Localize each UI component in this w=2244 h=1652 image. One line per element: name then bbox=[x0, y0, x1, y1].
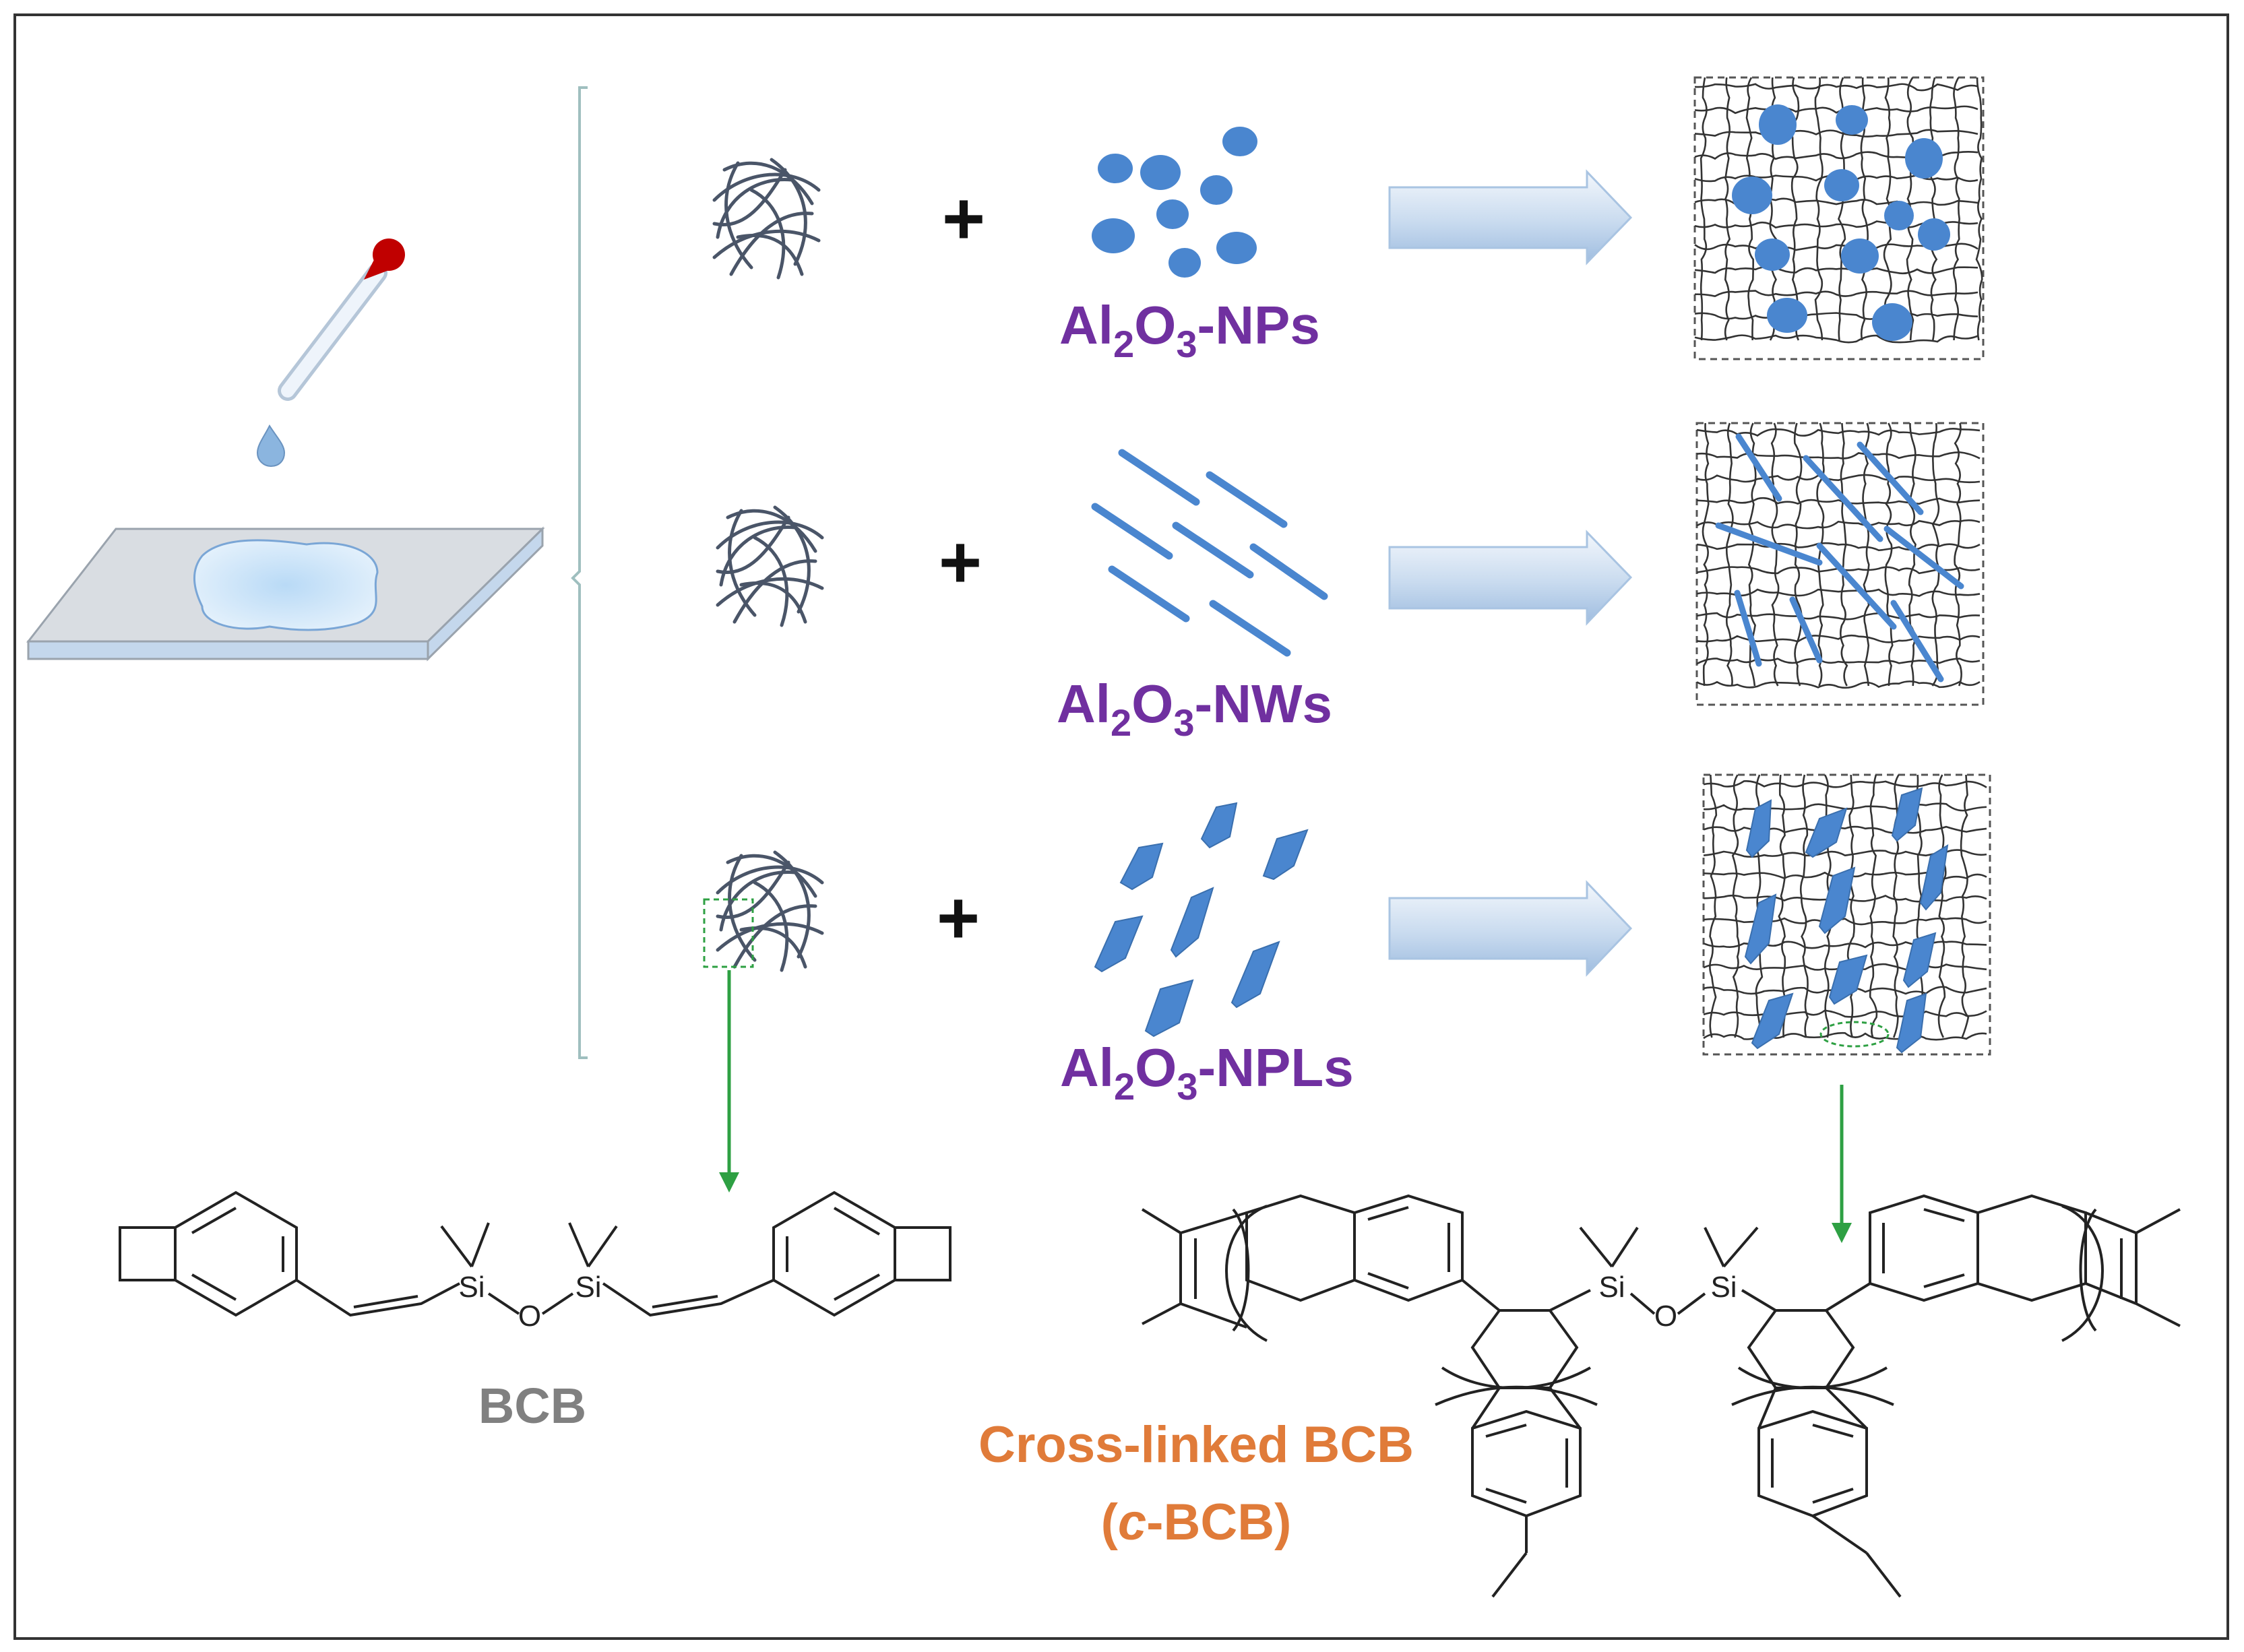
mesh-line bbox=[1702, 422, 1710, 687]
composite-mesh-icon bbox=[1702, 773, 1991, 1056]
plus-sign: + bbox=[939, 521, 982, 604]
cbcb-label-line2: (c-BCB) bbox=[1101, 1494, 1292, 1551]
row-nps: + Al2O3-NPs bbox=[714, 76, 1985, 365]
nanoparticles bbox=[1092, 127, 1257, 278]
label-nps: Al2O3-NPs bbox=[1059, 295, 1320, 365]
mesh-line bbox=[1694, 265, 1978, 275]
puddle bbox=[193, 539, 379, 631]
mesh-line bbox=[1696, 474, 1981, 484]
mesh-line bbox=[1694, 105, 1978, 115]
process-arrow-icon bbox=[1388, 530, 1633, 626]
composite-mesh-icon bbox=[1693, 76, 1985, 360]
mesh-line bbox=[1929, 77, 1938, 341]
composite-mesh-icon bbox=[1695, 422, 1985, 706]
mesh-line bbox=[1694, 334, 1978, 344]
mesh-line bbox=[1696, 542, 1981, 552]
mesh-line bbox=[1839, 422, 1848, 687]
row-nws: + Al2O3-NWs bbox=[718, 422, 1985, 744]
zoom-box bbox=[703, 898, 754, 968]
mesh-line bbox=[1709, 774, 1718, 1038]
substrate-plate-icon bbox=[26, 526, 545, 662]
cbcb-structure: Si O Si bbox=[1141, 1194, 2181, 1598]
atom-si: Si bbox=[1598, 1271, 1625, 1304]
fiber-bundle-icon bbox=[718, 507, 822, 625]
plus-sign: + bbox=[937, 877, 980, 959]
mesh-line bbox=[1703, 780, 1987, 788]
label-npls: Al2O3-NPLs bbox=[1060, 1038, 1354, 1108]
mesh-line bbox=[1869, 774, 1878, 1038]
atom-o: O bbox=[518, 1300, 541, 1333]
mesh-line bbox=[1846, 774, 1855, 1038]
mesh-line bbox=[1696, 497, 1981, 505]
dropper-icon bbox=[278, 239, 405, 401]
atom-si: Si bbox=[458, 1271, 485, 1304]
fiber-bundle-icon bbox=[714, 160, 819, 278]
mesh-line bbox=[1954, 422, 1962, 687]
bcb-structure: Si O Si bbox=[119, 1190, 952, 1333]
process-arrow-icon bbox=[1388, 880, 1633, 977]
mesh-line bbox=[1975, 77, 1983, 341]
process-arrow-icon bbox=[1388, 169, 1633, 265]
label-nws: Al2O3-NWs bbox=[1057, 674, 1332, 744]
plus-sign: + bbox=[942, 177, 985, 260]
mesh-line bbox=[1814, 77, 1824, 341]
atom-si: Si bbox=[1710, 1271, 1737, 1304]
mesh-line bbox=[1696, 634, 1981, 643]
mesh-line bbox=[1703, 1031, 1987, 1041]
nanoplatelets bbox=[1094, 802, 1309, 1038]
mesh-line bbox=[1908, 422, 1916, 687]
mesh-line bbox=[1884, 422, 1894, 687]
fiber-bundle-icon bbox=[718, 852, 822, 970]
mesh-line bbox=[1960, 774, 1970, 1038]
atom-o: O bbox=[1654, 1300, 1677, 1333]
droplet-icon bbox=[256, 424, 286, 468]
bracket bbox=[571, 86, 588, 1059]
mesh-line bbox=[1703, 825, 1987, 834]
mesh-line bbox=[1799, 774, 1809, 1038]
mesh-line bbox=[1862, 422, 1870, 687]
cbcb-label-line1: Cross-linked BCB bbox=[978, 1416, 1414, 1473]
mesh-line bbox=[1724, 77, 1731, 341]
bcb-label: BCB bbox=[478, 1378, 586, 1434]
outer-frame bbox=[13, 13, 2229, 1640]
mesh-line bbox=[1703, 1009, 1987, 1018]
nanowires bbox=[1091, 449, 1328, 657]
mesh-line bbox=[1952, 77, 1960, 341]
mesh-line bbox=[1725, 422, 1734, 687]
mesh-line bbox=[1931, 422, 1940, 687]
mesh-line bbox=[1770, 422, 1780, 687]
mesh-line bbox=[1696, 428, 1981, 437]
mesh-line bbox=[1937, 774, 1947, 1038]
row-npls: + Al2O3-NPLs bbox=[703, 773, 1991, 1108]
atom-si: Si bbox=[575, 1271, 601, 1304]
mesh-line bbox=[1816, 422, 1825, 687]
mesh-line bbox=[1694, 83, 1978, 92]
mesh-line bbox=[1731, 774, 1740, 1038]
mesh-line bbox=[1700, 77, 1708, 341]
